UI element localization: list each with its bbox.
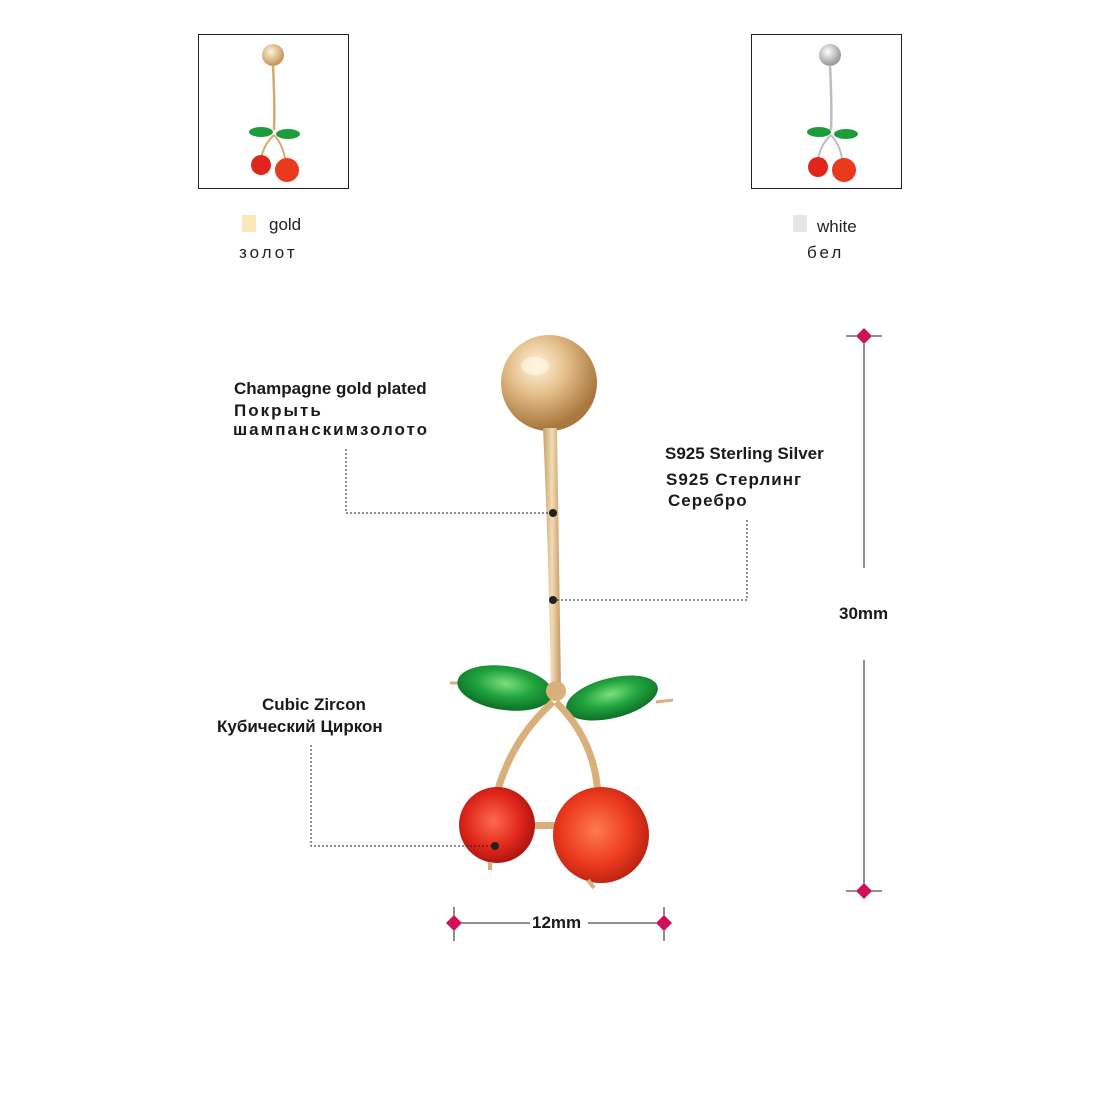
variant-thumbnail-gold[interactable] bbox=[198, 34, 349, 189]
variant-label-white-ru: бел bbox=[807, 243, 845, 262]
top-ball bbox=[501, 335, 597, 431]
cherry-charm-white-icon bbox=[807, 44, 858, 182]
plating-label: Champagne gold plated bbox=[234, 379, 427, 398]
variant-label-gold: gold bbox=[269, 215, 302, 234]
variant-thumbnail-white[interactable] bbox=[751, 34, 902, 189]
marker-left bbox=[446, 915, 462, 931]
stem-left bbox=[491, 699, 556, 801]
width-dimension: 12mm bbox=[530, 913, 584, 933]
material-label: S925 Sterling Silver bbox=[665, 444, 824, 463]
cherry-right bbox=[553, 787, 649, 883]
plating-label-ru-1: Покрыть bbox=[234, 401, 323, 420]
material-label-ru-1: S925 Стерлинг bbox=[666, 470, 803, 489]
plating-label-ru-2: шампанскимзолото bbox=[233, 420, 429, 439]
stone-label: Cubic Zircon bbox=[262, 695, 366, 714]
cherry-left bbox=[459, 787, 535, 863]
variant-label-white: white bbox=[817, 217, 857, 236]
variant-label-gold-ru: золот bbox=[239, 243, 298, 262]
stone-label-ru: Кубический Циркон bbox=[217, 717, 383, 736]
bar bbox=[543, 428, 561, 690]
marker-top bbox=[856, 328, 872, 344]
material-label-ru-2: Серебро bbox=[668, 491, 748, 510]
stem-right bbox=[553, 699, 602, 796]
height-dimension: 30mm bbox=[837, 604, 891, 624]
cherry-charm-gold-icon bbox=[249, 44, 300, 182]
marker-bottom bbox=[856, 883, 872, 899]
swatch-gold bbox=[242, 215, 256, 232]
swatch-white bbox=[793, 215, 807, 232]
leaves bbox=[450, 665, 674, 721]
marker-right bbox=[656, 915, 672, 931]
